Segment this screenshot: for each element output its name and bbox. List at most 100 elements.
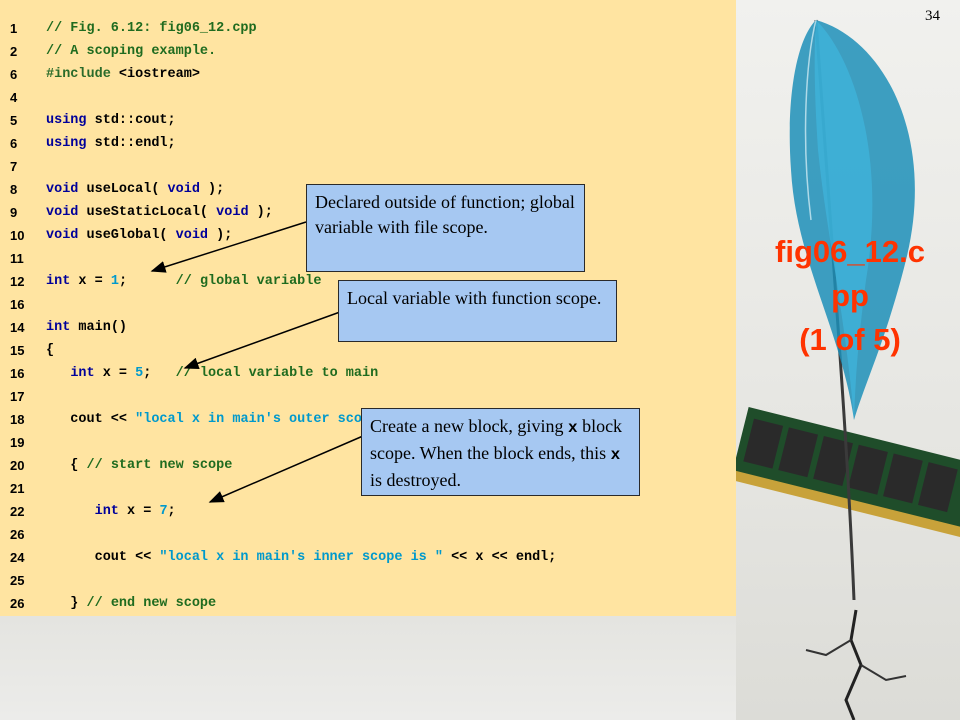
line-number: 15 bbox=[10, 343, 25, 358]
code-token: } bbox=[46, 596, 87, 611]
code-token: int bbox=[46, 320, 71, 335]
code-token: 1 bbox=[110, 274, 119, 289]
code-token: void bbox=[46, 182, 79, 197]
code-line: 2// A scoping example. bbox=[0, 40, 736, 63]
code-line: 19 bbox=[0, 431, 736, 454]
code-token: main() bbox=[70, 320, 128, 335]
code-token: // start new scope bbox=[86, 458, 233, 473]
line-number: 12 bbox=[10, 274, 25, 289]
line-number: 17 bbox=[10, 389, 25, 404]
code-token: void bbox=[46, 205, 79, 220]
code-token: x = bbox=[70, 274, 111, 289]
code-token: int bbox=[70, 366, 95, 381]
side-title-line-1: fig06_12.c bbox=[775, 234, 925, 269]
code-text: using std::endl; bbox=[46, 132, 176, 155]
code-token: 7 bbox=[159, 504, 168, 519]
line-number: 18 bbox=[10, 412, 25, 427]
line-number: 16 bbox=[10, 366, 25, 381]
code-text: int main() bbox=[46, 316, 127, 339]
line-number: 9 bbox=[10, 205, 18, 220]
code-token: cout << bbox=[46, 550, 160, 565]
callout-block-text-1: Create a new block, giving bbox=[370, 416, 568, 436]
code-token: // A scoping example. bbox=[46, 44, 217, 59]
code-token: void bbox=[167, 182, 200, 197]
line-number: 8 bbox=[10, 182, 18, 197]
code-token: x = bbox=[94, 366, 136, 381]
code-token: ); bbox=[199, 182, 225, 197]
code-token: // global variable bbox=[175, 274, 322, 289]
code-token: 5 bbox=[135, 366, 144, 381]
callout-block-text-2: block scope. When the block ends, this bbox=[370, 416, 623, 463]
code-line: 21 bbox=[0, 477, 736, 500]
code-line: 6#include <iostream> bbox=[0, 63, 736, 86]
code-text: { bbox=[46, 339, 54, 362]
callout-global-text: Declared outside of function; global var… bbox=[315, 192, 575, 237]
quill-and-memory-illustration bbox=[736, 19, 960, 720]
code-line: 17 bbox=[0, 385, 736, 408]
callout-block-scope: Create a new block, giving x block scope… bbox=[361, 408, 640, 496]
code-text: int x = 7; bbox=[46, 500, 176, 523]
side-title-line-3: (1 of 5) bbox=[799, 322, 901, 357]
code-token: ); bbox=[208, 228, 233, 243]
code-line: 25 bbox=[0, 569, 736, 592]
code-token: int bbox=[46, 274, 71, 289]
line-number: 6 bbox=[10, 136, 18, 151]
code-token: // end new scope bbox=[86, 596, 217, 611]
code-token: << x << endl; bbox=[442, 550, 557, 565]
code-line: 4 bbox=[0, 86, 736, 109]
code-line: 15 { bbox=[0, 339, 736, 362]
code-line: 16 bbox=[0, 293, 736, 316]
code-token: ); bbox=[248, 205, 273, 220]
line-number: 16 bbox=[10, 297, 25, 312]
line-number: 26 bbox=[10, 596, 25, 611]
code-text: // A scoping example. bbox=[46, 40, 216, 63]
code-token: cout << bbox=[46, 412, 136, 427]
line-number: 19 bbox=[10, 435, 25, 450]
line-number: 20 bbox=[10, 458, 25, 473]
code-token: int bbox=[94, 504, 119, 519]
code-token: x = bbox=[118, 504, 160, 519]
code-text: // Fig. 6.12: fig06_12.cpp bbox=[46, 17, 257, 40]
code-token: useGlobal( bbox=[78, 228, 176, 243]
code-line: 1// Fig. 6.12: fig06_12.cpp bbox=[0, 17, 736, 40]
code-text: int x = 1; // global variable bbox=[46, 270, 321, 293]
line-number: 26 bbox=[10, 527, 25, 542]
callout-local-variable: Local variable with function scope. bbox=[338, 280, 617, 342]
code-line: 6 using std::endl; bbox=[0, 132, 736, 155]
code-token: void bbox=[46, 228, 79, 243]
code-token: std::endl; bbox=[86, 136, 176, 151]
background-bottom bbox=[0, 616, 736, 720]
code-token bbox=[46, 366, 70, 381]
code-line: 24 cout << "local x in main's inner scop… bbox=[0, 546, 736, 569]
code-text: using std::cout; bbox=[46, 109, 176, 132]
callout-block-code-1: x bbox=[567, 419, 578, 437]
line-number: 10 bbox=[10, 228, 25, 243]
code-text: void useLocal( void ); bbox=[46, 178, 224, 201]
code-line: 11 bbox=[0, 247, 736, 270]
code-line: 14 int main() bbox=[0, 316, 736, 339]
code-text: void useGlobal( void ); bbox=[46, 224, 232, 247]
line-number: 14 bbox=[10, 320, 25, 335]
code-token: ; bbox=[143, 366, 176, 381]
code-token: std::cout; bbox=[86, 113, 176, 128]
line-number: 11 bbox=[10, 251, 24, 266]
code-token: // local variable to main bbox=[175, 366, 379, 381]
code-line: 12 int x = 1; // global variable bbox=[0, 270, 736, 293]
callout-block-code-2: x bbox=[610, 446, 621, 464]
code-token: ; bbox=[167, 504, 176, 519]
code-token: { bbox=[46, 343, 55, 358]
code-line: 8 void useLocal( void ); bbox=[0, 178, 736, 201]
code-token: using bbox=[46, 113, 87, 128]
callout-block-text-3: is destroyed. bbox=[370, 470, 461, 490]
slide-number: 34 bbox=[925, 8, 940, 24]
line-number: 22 bbox=[10, 504, 25, 519]
callout-local-text: Local variable with function scope. bbox=[347, 288, 602, 308]
code-token: <iostream> bbox=[118, 67, 200, 82]
background-decoration bbox=[736, 0, 960, 720]
code-line: 16 int x = 5; // local variable to main bbox=[0, 362, 736, 385]
code-text: #include <iostream> bbox=[46, 63, 200, 86]
line-number: 24 bbox=[10, 550, 25, 565]
code-token: void bbox=[216, 205, 249, 220]
